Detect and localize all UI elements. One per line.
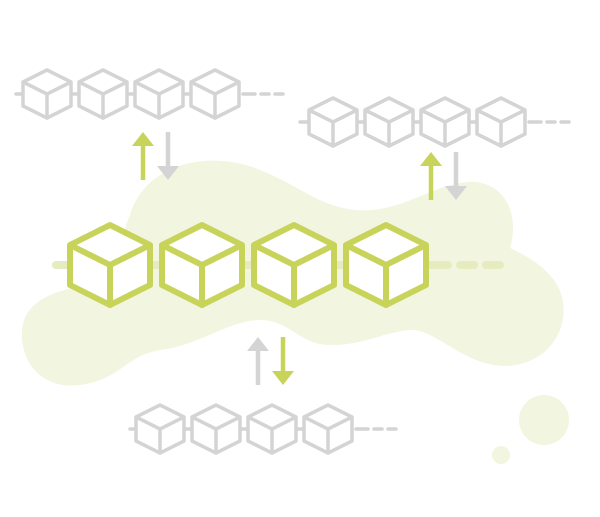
arrow-pair-bottom-pair bbox=[247, 337, 294, 385]
arrow-up-icon bbox=[132, 132, 154, 180]
chain-top-left bbox=[14, 68, 285, 120]
cube-icon bbox=[67, 222, 153, 308]
cube-icon bbox=[307, 96, 359, 148]
chain-top-right bbox=[298, 96, 571, 148]
cube-icon bbox=[419, 96, 471, 148]
arrow-pair-top-right-pair bbox=[420, 152, 467, 200]
arrow-up-icon bbox=[420, 152, 442, 200]
cube-icon bbox=[251, 222, 337, 308]
arrows-group bbox=[132, 132, 467, 385]
arrow-pair-top-left-pair bbox=[132, 132, 179, 180]
cube-icon bbox=[302, 403, 354, 455]
cube-icon bbox=[190, 403, 242, 455]
cube-icon bbox=[475, 96, 527, 148]
chains-group bbox=[14, 68, 571, 455]
arrow-down-icon bbox=[272, 337, 294, 385]
arrow-down-icon bbox=[157, 132, 179, 180]
cube-icon bbox=[133, 68, 185, 120]
cube-icon bbox=[343, 222, 429, 308]
cube-icon bbox=[77, 68, 129, 120]
background-circle-small bbox=[492, 446, 510, 464]
arrow-down-icon bbox=[445, 152, 467, 200]
cube-icon bbox=[159, 222, 245, 308]
cube-icon bbox=[134, 403, 186, 455]
arrow-up-icon bbox=[247, 337, 269, 385]
cube-icon bbox=[363, 96, 415, 148]
cube-icon bbox=[21, 68, 73, 120]
background-circle-large bbox=[519, 395, 569, 445]
cube-icon bbox=[246, 403, 298, 455]
chain-bottom bbox=[128, 403, 398, 455]
cube-icon bbox=[189, 68, 241, 120]
chain-center bbox=[52, 222, 504, 308]
